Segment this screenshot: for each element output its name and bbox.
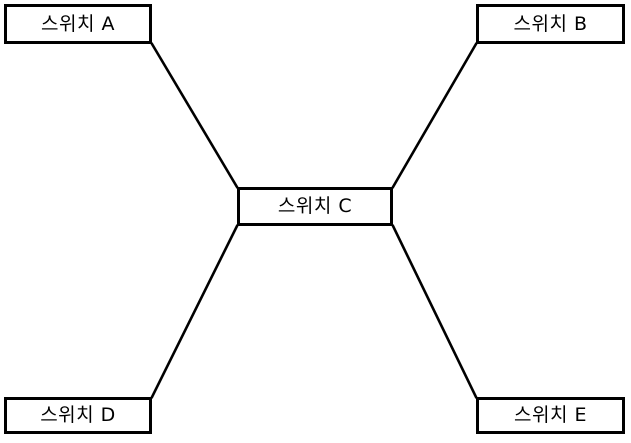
link-switch-c-to-switch-d <box>150 224 239 399</box>
node-switch-a-label: 스위치 A <box>41 12 115 35</box>
node-switch-e: 스위치 E <box>476 397 625 434</box>
node-switch-c: 스위치 C <box>237 187 393 226</box>
link-switch-c-to-switch-e <box>391 224 478 399</box>
link-switch-b-to-switch-c <box>391 42 478 189</box>
node-switch-e-label: 스위치 E <box>514 404 587 426</box>
node-switch-d: 스위치 D <box>4 397 152 434</box>
node-switch-c-label: 스위치 C <box>277 195 353 217</box>
link-switch-a-to-switch-c <box>150 42 239 189</box>
node-switch-b-label: 스위치 B <box>513 12 588 35</box>
node-switch-a: 스위치 A <box>4 4 152 44</box>
node-switch-d-label: 스위치 D <box>40 404 116 426</box>
node-switch-b: 스위치 B <box>476 4 625 44</box>
